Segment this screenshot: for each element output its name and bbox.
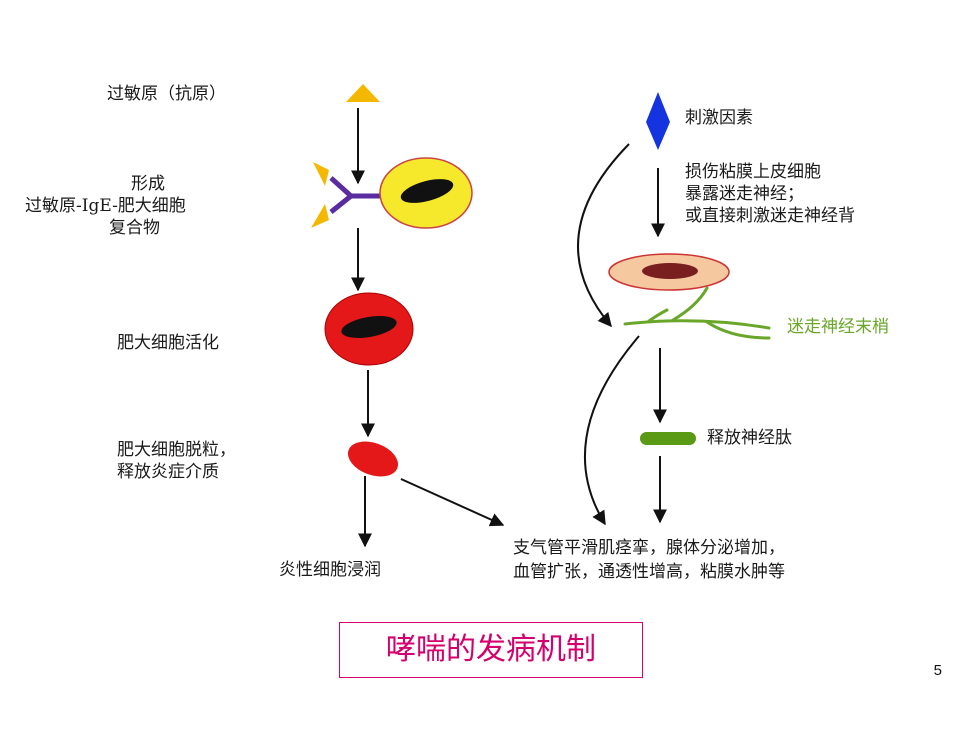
complex-title-label: 形成 xyxy=(131,174,165,194)
arrow-nerve-to-outcome-curve xyxy=(584,335,640,526)
mast-cell-icon xyxy=(379,157,473,229)
activation-label: 肥大细胞活化 xyxy=(117,333,219,353)
infiltration-label: 炎性细胞浸润 xyxy=(279,560,381,580)
diagram-graphics xyxy=(311,84,771,548)
neuropeptide-label: 释放神经肽 xyxy=(707,428,792,448)
ige-antibody-icon xyxy=(311,162,383,228)
injury-line2-label: 暴露迷走神经； xyxy=(685,184,804,204)
neuropeptide-icon xyxy=(640,432,696,445)
degranulation-line2-label: 释放炎症介质 xyxy=(117,462,219,482)
degranulated-cell-icon xyxy=(347,441,399,477)
mechanism-diagram: 过敏原（抗原） 形成 过敏原-IgE-肥大细胞 复合物 肥大细胞活化 肥大细胞脱… xyxy=(17,78,967,596)
arrow-stimulus-to-nerve-curve xyxy=(577,143,630,328)
allergen-label: 过敏原（抗原） xyxy=(107,84,226,104)
arrow-degranulation-to-outcome xyxy=(400,478,505,527)
stimulus-diamond-icon xyxy=(646,92,670,150)
outcome-line1-label: 支气管平滑肌痉挛，腺体分泌增加， xyxy=(513,538,785,558)
complex-line1-label: 过敏原-IgE-肥大细胞 xyxy=(25,196,186,216)
vagus-endings-label: 迷走神经末梢 xyxy=(787,317,889,337)
injury-line3-label: 或直接刺激迷走神经背 xyxy=(685,206,855,226)
complex-line2-label: 复合物 xyxy=(109,218,160,238)
outcome-line2-label: 血管扩张，通透性增高，粘膜水肿等 xyxy=(513,562,785,582)
slide-caption: 哮喘的发病机制 xyxy=(339,622,643,678)
epithelial-cell-icon xyxy=(608,253,730,291)
vagus-nerve-endings-icon xyxy=(623,286,771,340)
stimulus-label: 刺激因素 xyxy=(685,108,753,128)
page-number: 5 xyxy=(933,662,942,679)
activated-mast-cell-icon xyxy=(324,292,414,366)
degranulation-line1-label: 肥大细胞脱粒， xyxy=(117,440,236,460)
injury-line1-label: 损伤粘膜上皮细胞 xyxy=(685,162,821,182)
allergen-triangle-icon xyxy=(346,84,380,102)
